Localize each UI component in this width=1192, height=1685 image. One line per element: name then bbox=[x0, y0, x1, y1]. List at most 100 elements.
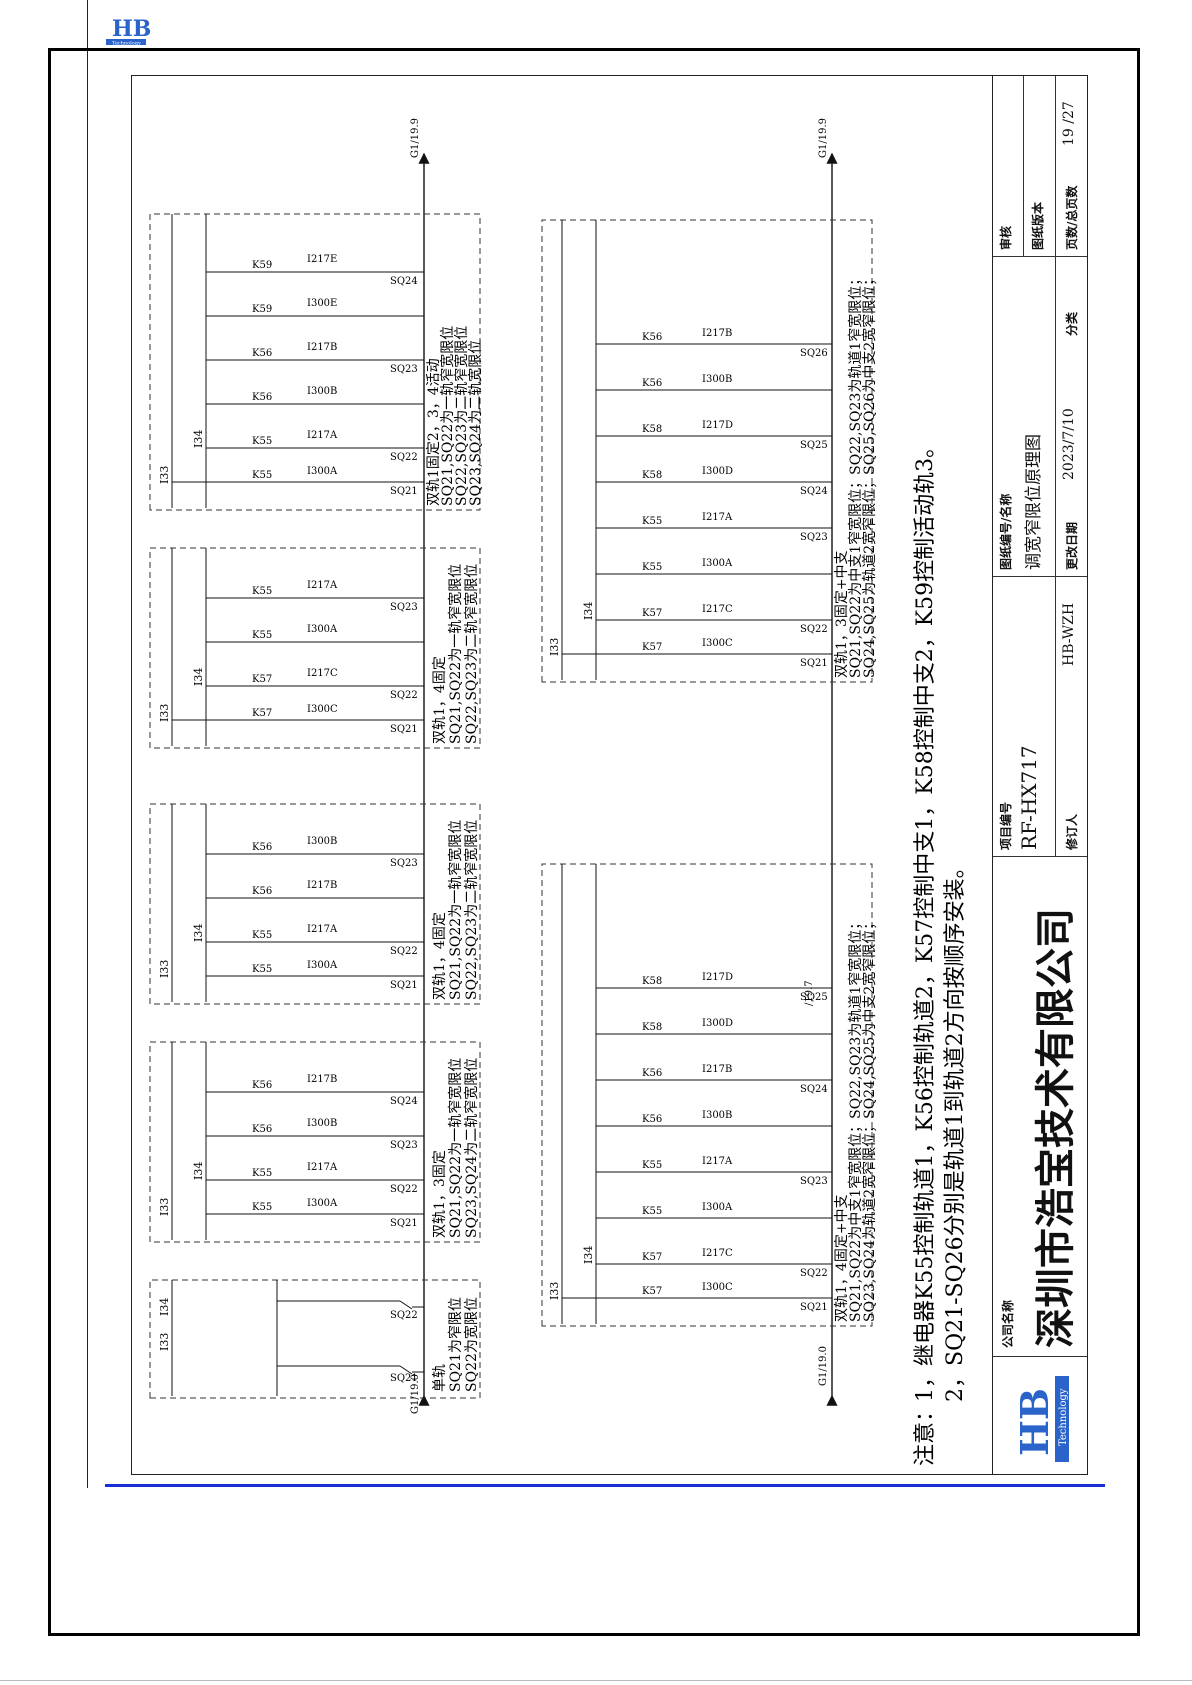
k56: K56 bbox=[252, 392, 272, 403]
block-double-1-3-middle: I33 I34 K57 K57 K55 K55 K58 K58 K56 K56 … bbox=[541, 219, 878, 683]
i217a: I217A bbox=[702, 1156, 733, 1167]
sq21: SQ21 bbox=[800, 1302, 828, 1313]
sq25-ref: /19.7 bbox=[804, 980, 815, 1006]
sq22: SQ22 bbox=[390, 1310, 418, 1321]
sq21: SQ21 bbox=[800, 658, 828, 669]
single-note-2: SQ21为窄限位 bbox=[447, 1297, 464, 1392]
i217b: I217B bbox=[307, 880, 337, 891]
i217b: I217B bbox=[702, 328, 732, 339]
i217c: I217C bbox=[307, 668, 338, 679]
k55: K55 bbox=[252, 630, 272, 641]
bm13-note-3: SQ24,SQ25为轨道2宽窄限位；SQ25,SQ26为中支2宽窄限位； bbox=[861, 272, 878, 678]
b13-note-3: SQ23,SQ24为二轨窄宽限位 bbox=[463, 1058, 480, 1238]
project-cell: 项目编号 RF-HX717 修订人 HB-WZH bbox=[993, 576, 1087, 856]
page-bottom-line bbox=[0, 1680, 1192, 1681]
i300b: I300B bbox=[307, 836, 337, 847]
i217b: I217B bbox=[307, 342, 337, 353]
k55: K55 bbox=[252, 964, 272, 975]
i217d: I217D bbox=[702, 972, 733, 983]
pages-label: 页数/总页数 bbox=[1065, 185, 1079, 250]
term-i33: I33 bbox=[158, 1333, 171, 1351]
k57: K57 bbox=[642, 608, 662, 619]
b14a-note-3: SQ22,SQ23为二轨窄宽限位 bbox=[463, 820, 480, 1000]
bm14-note-3: SQ23,SQ24为轨道2宽窄限位；SQ24,SQ25为中支2宽窄限位； bbox=[861, 916, 878, 1322]
sq22: SQ22 bbox=[390, 946, 418, 957]
k55: K55 bbox=[642, 1206, 662, 1217]
date-label: 更改日期 bbox=[1065, 521, 1079, 570]
i300a: I300A bbox=[307, 1198, 338, 1209]
k56: K56 bbox=[252, 1080, 272, 1091]
svg-text:HB: HB bbox=[112, 16, 151, 42]
term-i33: I33 bbox=[158, 960, 171, 978]
schematic-diagram: G1/19.0 G1/19.9 G1/19.0 G1/19.9 I33 I34 … bbox=[149, 118, 968, 1466]
title-block-logo-cell: HB Technology bbox=[993, 1356, 1087, 1474]
i300b: I300B bbox=[307, 1118, 337, 1129]
sq24: SQ24 bbox=[390, 1096, 418, 1107]
term-i34: I34 bbox=[158, 1298, 171, 1316]
term-i33: I33 bbox=[158, 1198, 171, 1216]
sq24: SQ24 bbox=[800, 1084, 828, 1095]
i217a: I217A bbox=[307, 430, 338, 441]
sq24: SQ24 bbox=[390, 276, 418, 287]
i217a: I217A bbox=[307, 924, 338, 935]
pages: 19 /27 bbox=[1061, 101, 1077, 146]
company-name: 深圳市浩宝技术有限公司 bbox=[1032, 908, 1079, 1348]
b1234-note-4: SQ23,SQ24为二轨宽限位 bbox=[467, 340, 484, 506]
version-label: 图纸版本 bbox=[1031, 201, 1045, 250]
b13-note-1: 双轨1，3固定 bbox=[432, 1150, 448, 1238]
k55: K55 bbox=[252, 930, 272, 941]
k57: K57 bbox=[252, 674, 272, 685]
i217e: I217E bbox=[307, 254, 337, 265]
i217d: I217D bbox=[702, 420, 733, 431]
i300c: I300C bbox=[307, 704, 338, 715]
term-i34: I34 bbox=[192, 1162, 205, 1180]
k57: K57 bbox=[642, 1252, 662, 1263]
k56: K56 bbox=[642, 332, 662, 343]
drawing-label: 图纸编号/名称 bbox=[999, 493, 1013, 570]
drawing-cell: 图纸编号/名称 调宽窄限位原理图 更改日期 2023/7/10 分类 bbox=[993, 256, 1087, 576]
notes-line-2: 2，SQ21-SQ26分别是轨道1到轨道2方向按顺序安装。 bbox=[943, 856, 968, 1402]
lower-bus-end-ref: G1/19.9 bbox=[818, 118, 829, 158]
i217c: I217C bbox=[702, 604, 733, 615]
title-block: HB Technology 公司名称 深圳市浩宝技术有限公司 项目编号 RF-H… bbox=[992, 76, 1087, 1474]
review-label: 审核 bbox=[999, 225, 1013, 250]
block-single-rail: I33 I34 SQ21 SQ22 单轨 SQ21为窄限位 SQ22为宽限位 bbox=[149, 1279, 481, 1399]
b14b-note-2: SQ21,SQ22为一轨窄宽限位 bbox=[447, 564, 464, 744]
i300c: I300C bbox=[702, 638, 733, 649]
k55: K55 bbox=[252, 436, 272, 447]
sq23: SQ23 bbox=[390, 1140, 418, 1151]
i300b: I300B bbox=[307, 386, 337, 397]
k55: K55 bbox=[642, 562, 662, 573]
b1234-note-1: 双轨1固定2，3，4活动 bbox=[426, 358, 442, 506]
single-note-1: 单轨 bbox=[432, 1364, 448, 1392]
binding-margin-line bbox=[87, 0, 88, 1488]
i300e: I300E bbox=[307, 298, 337, 309]
block-double-1-3: I33 I34 K55 K55 K56 K56 I300A I217A I300… bbox=[149, 1041, 481, 1243]
sq25: SQ25 bbox=[800, 440, 828, 451]
i300b: I300B bbox=[702, 1110, 732, 1121]
i300c: I300C bbox=[702, 1282, 733, 1293]
svg-text:HB: HB bbox=[1012, 1388, 1057, 1456]
k58: K58 bbox=[642, 424, 662, 435]
block-double-1-4-middle: I33 I34 K57 K57 K55 K55 K56 K56 K58 K58 … bbox=[541, 863, 878, 1327]
sq23: SQ23 bbox=[800, 532, 828, 543]
i300a: I300A bbox=[307, 624, 338, 635]
b14a-note-1: 双轨1，4固定 bbox=[432, 912, 448, 1000]
term-i33: I33 bbox=[158, 704, 171, 722]
k57: K57 bbox=[642, 1286, 662, 1297]
sq25: SQ25 bbox=[800, 992, 828, 1003]
b14a-note-2: SQ21,SQ22为一轨窄宽限位 bbox=[447, 820, 464, 1000]
sq23: SQ23 bbox=[390, 364, 418, 375]
i217a: I217A bbox=[307, 580, 338, 591]
k55: K55 bbox=[252, 1202, 272, 1213]
sq21: SQ21 bbox=[390, 1218, 418, 1229]
review-cell: 审核 图纸版本 页数/总页数 19 /27 bbox=[993, 76, 1087, 256]
upper-bus-end-ref: G1/19.9 bbox=[410, 118, 421, 158]
i300a: I300A bbox=[702, 558, 733, 569]
company-logo-text: Technology bbox=[1058, 1388, 1069, 1446]
sq24: SQ24 bbox=[800, 486, 828, 497]
notes-label: 注意： bbox=[913, 1400, 938, 1466]
k56: K56 bbox=[642, 1068, 662, 1079]
k58: K58 bbox=[642, 470, 662, 481]
bm14-note-1: 双轨1，4固定+中支 bbox=[834, 1194, 850, 1322]
